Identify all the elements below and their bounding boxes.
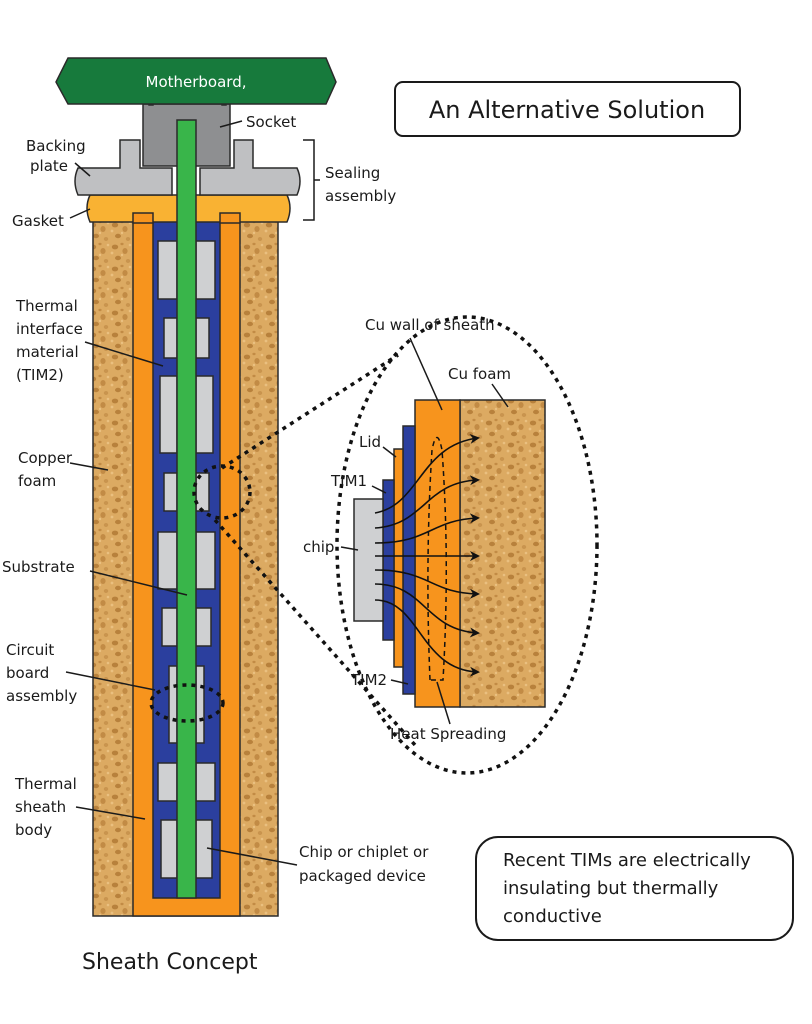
chip [157,531,178,590]
chip [163,472,178,512]
socket-label: Socket [246,113,296,131]
backing-plate-label-1: Backing [26,137,86,155]
chip [168,665,178,744]
chip-label: chip [303,538,334,556]
thermal-sheath-label-2: sheath [15,798,66,816]
chip [195,472,210,512]
circuit-board-marker [149,683,225,723]
caption-sheath-concept: Sheath Concept [82,950,258,975]
sealing-assembly-bracket [303,139,320,221]
tim2-label-2: interface [16,320,83,338]
chip-device-label-2: packaged device [299,867,426,885]
backing-plate-right [199,139,301,196]
heat-arrow [374,513,480,544]
thermal-sheath-label-3: body [15,821,52,839]
motherboard [55,57,337,105]
heat-flow-arrows [374,434,480,677]
chip [157,240,178,300]
chip [163,317,178,359]
cu-wall-label: Cu wall of sheath [365,316,495,334]
detail-zoom-ellipse [335,315,599,775]
detail-cu-wall [414,399,461,708]
chip [159,375,178,454]
circuit-board-label-1: Circuit [6,641,54,659]
chip [195,607,212,647]
gasket-label: Gasket [12,212,64,230]
heat-arrow [374,475,480,529]
chip [195,531,216,590]
substrate [176,119,197,899]
tim1-label: TIM1 [330,472,367,490]
chip [160,819,178,879]
heat-arrow [374,434,480,514]
sheath-wall-right-top [219,212,241,224]
tim2-label-1: Thermal [15,297,78,315]
circuit-board-label-3: assembly [6,687,77,705]
chip [195,240,216,300]
chip [195,665,205,744]
title-box [394,81,741,137]
chip [195,375,214,454]
heat-spreading-region [427,436,448,681]
tim2-label-3: material [16,343,79,361]
detail-chip [353,498,384,622]
sheath-wall-left-top [132,212,154,224]
note-line-2: insulating but thermally [503,878,719,899]
detail-tim1 [382,479,395,641]
note-box [475,836,794,941]
heat-arrow [374,583,480,638]
detail-tim2 [402,425,416,695]
note-line-3: conductive [503,906,602,927]
note-line-1: Recent TIMs are electrically [503,850,751,871]
cu-foam-label: Cu foam [448,365,511,383]
sealing-assembly-label-2: assembly [325,187,396,205]
lid-label: Lid [359,433,381,451]
chip-rows [157,240,216,879]
copper-foam-label-1: Copper [18,449,73,467]
backing-plate-left [74,139,173,196]
projection-line-top [221,353,399,470]
motherboard-label: Motherboard, [146,73,247,91]
tim2-label-4: (TIM2) [16,366,64,384]
backing-plate-label-2: plate [30,157,68,175]
detail-lid [393,448,404,668]
heat-arrow [374,569,480,599]
sealing-assembly-label-1: Sealing [325,164,380,182]
tim2-detail-label: TIM2 [350,671,387,689]
heat-arrow [374,599,480,677]
chip-device-label-1: Chip or chiplet or [299,843,429,861]
copper-foam-label-2: foam [18,472,56,490]
chip [195,317,210,359]
heat-spreading-label: Heat Spreading [390,725,506,743]
chip [195,762,216,802]
detail-cu-foam [459,399,546,708]
thermal-sheath-label-1: Thermal [14,775,77,793]
title-text: An Alternative Solution [429,96,705,124]
chip [157,762,178,802]
circuit-board-label-2: board [6,664,49,682]
substrate-label: Substrate [2,558,75,576]
chip [161,607,178,647]
